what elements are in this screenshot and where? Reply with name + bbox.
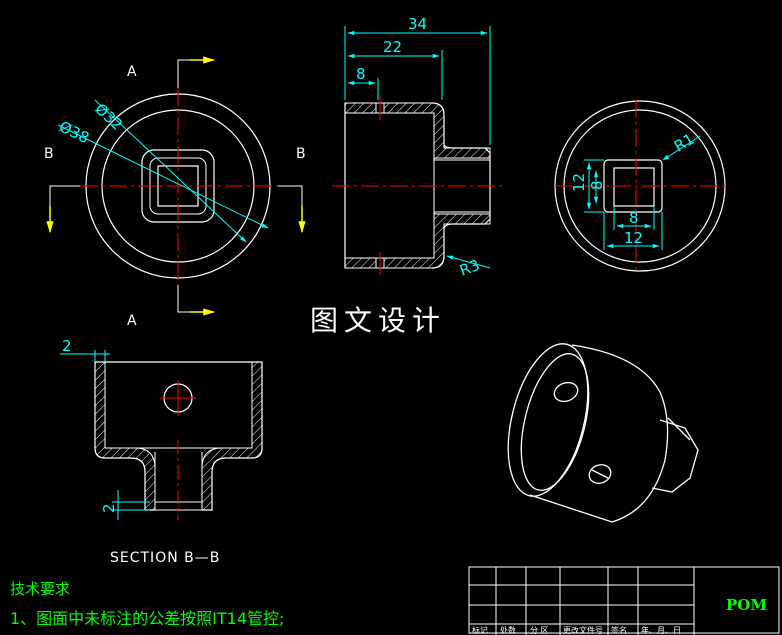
section-caption: SECTION B—B — [110, 550, 220, 566]
dim-34: 34 — [408, 15, 427, 33]
front-view — [46, 56, 306, 316]
section-b-b — [60, 350, 263, 520]
dim-small-2: 2 — [100, 503, 118, 513]
title-block-headers: 标记 处数 分 区 更改文件号签名 年、月、日 — [472, 625, 681, 635]
title-block-header: 签名 — [611, 625, 627, 635]
isometric-view — [507, 343, 699, 523]
title-block-header: 处数 — [500, 625, 516, 635]
watermark-text: 图文设计 — [310, 304, 446, 337]
label-a-bottom: A — [127, 313, 137, 329]
dim-r3: R3 — [457, 256, 482, 280]
label-a-top: A — [127, 64, 137, 80]
dim-h-12: 12 — [624, 229, 643, 247]
dim-22: 22 — [383, 38, 402, 56]
title-block-header: 年、月、日 — [641, 625, 681, 635]
dim-r1: R1 — [671, 130, 697, 156]
dim-h-8: 8 — [629, 209, 639, 227]
right-view — [554, 100, 728, 272]
title-block — [468, 566, 780, 635]
dim-v-12: 12 — [570, 173, 588, 192]
label-b-left: B — [44, 146, 54, 162]
dim-8: 8 — [356, 65, 366, 83]
title-block-header: 更改文件号 — [563, 625, 603, 635]
material-label: POM — [726, 596, 767, 614]
label-b-right: B — [296, 146, 306, 162]
title-block-header: 标记 — [472, 625, 488, 635]
dim-dia-38: Ø38 — [56, 117, 92, 147]
dim-wall-2: 2 — [62, 337, 72, 355]
dim-dia-32: Ø32 — [91, 100, 126, 134]
notes-line-1: 1、图面中未标注的公差按照IT14管控; — [10, 609, 284, 628]
notes-heading: 技术要求 — [10, 580, 70, 598]
side-view — [332, 26, 505, 275]
dim-v-8: 8 — [588, 180, 606, 190]
title-block-header: 分 区 — [530, 626, 549, 635]
